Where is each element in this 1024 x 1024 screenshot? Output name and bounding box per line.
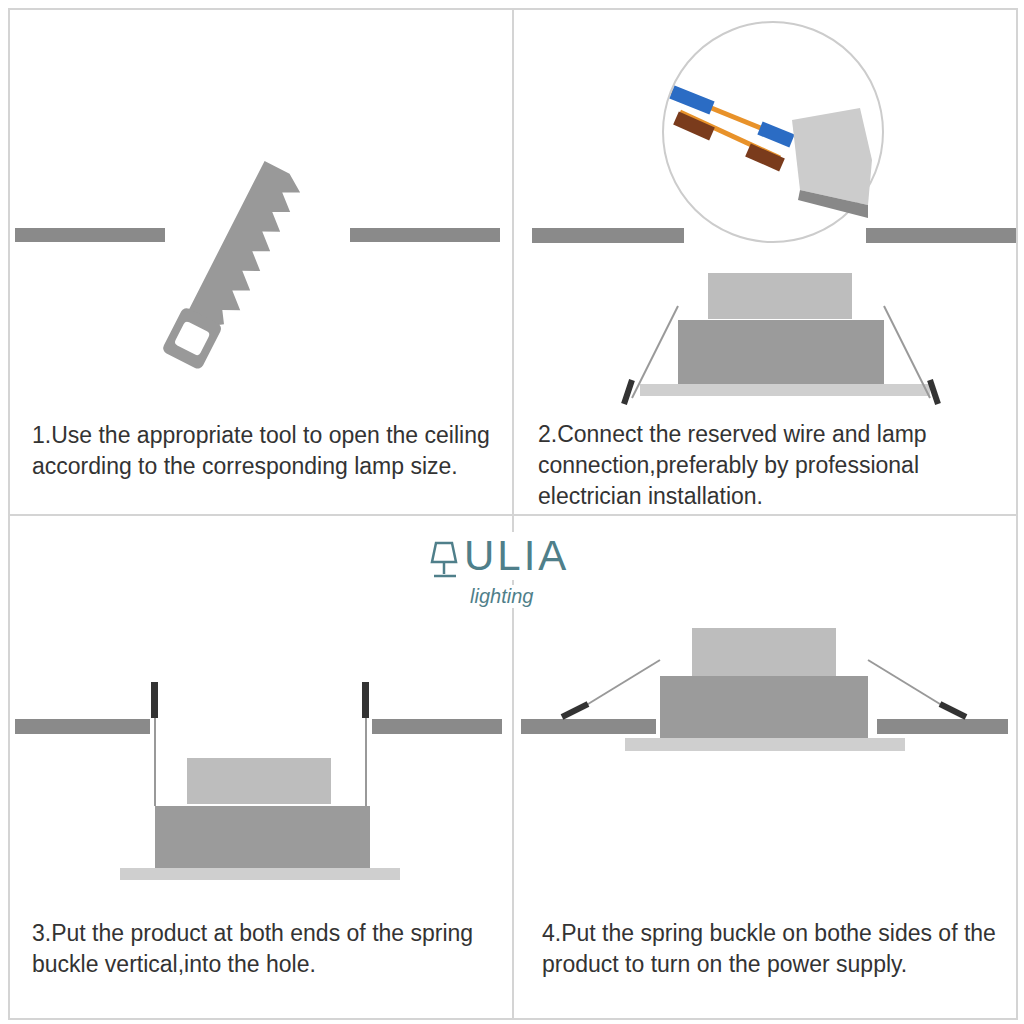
lamp [120, 682, 400, 880]
ceiling [350, 228, 500, 242]
wires [672, 92, 872, 218]
lamp [624, 273, 938, 404]
ceiling [15, 228, 165, 242]
ceiling [372, 719, 502, 734]
step-caption: 4.Put the spring buckle on bothe sides o… [542, 918, 1002, 980]
logo-subtext: lighting [468, 585, 535, 608]
step-panel: 1.Use the appropriate tool to open the c… [8, 8, 514, 516]
step-caption: 1.Use the appropriate tool to open the c… [32, 420, 502, 482]
step-caption: 2.Connect the reserved wire and lamp con… [538, 419, 1008, 512]
step-panel: 4.Put the spring buckle on bothe sides o… [512, 514, 1018, 1020]
logo-icon [432, 543, 456, 576]
ceiling [15, 719, 150, 734]
step-panel: 2.Connect the reserved wire and lamp con… [512, 8, 1018, 516]
saw [161, 158, 305, 374]
ceiling [532, 228, 684, 243]
step-panel: 3.Put the product at both ends of the sp… [8, 514, 514, 1020]
ceiling [877, 719, 1008, 734]
ceiling [521, 719, 656, 734]
zoom-circle [663, 22, 883, 242]
ceiling [866, 228, 1018, 243]
logo-text: ULIA [462, 532, 571, 580]
lamp [562, 628, 966, 751]
step-caption: 3.Put the product at both ends of the sp… [32, 918, 502, 980]
